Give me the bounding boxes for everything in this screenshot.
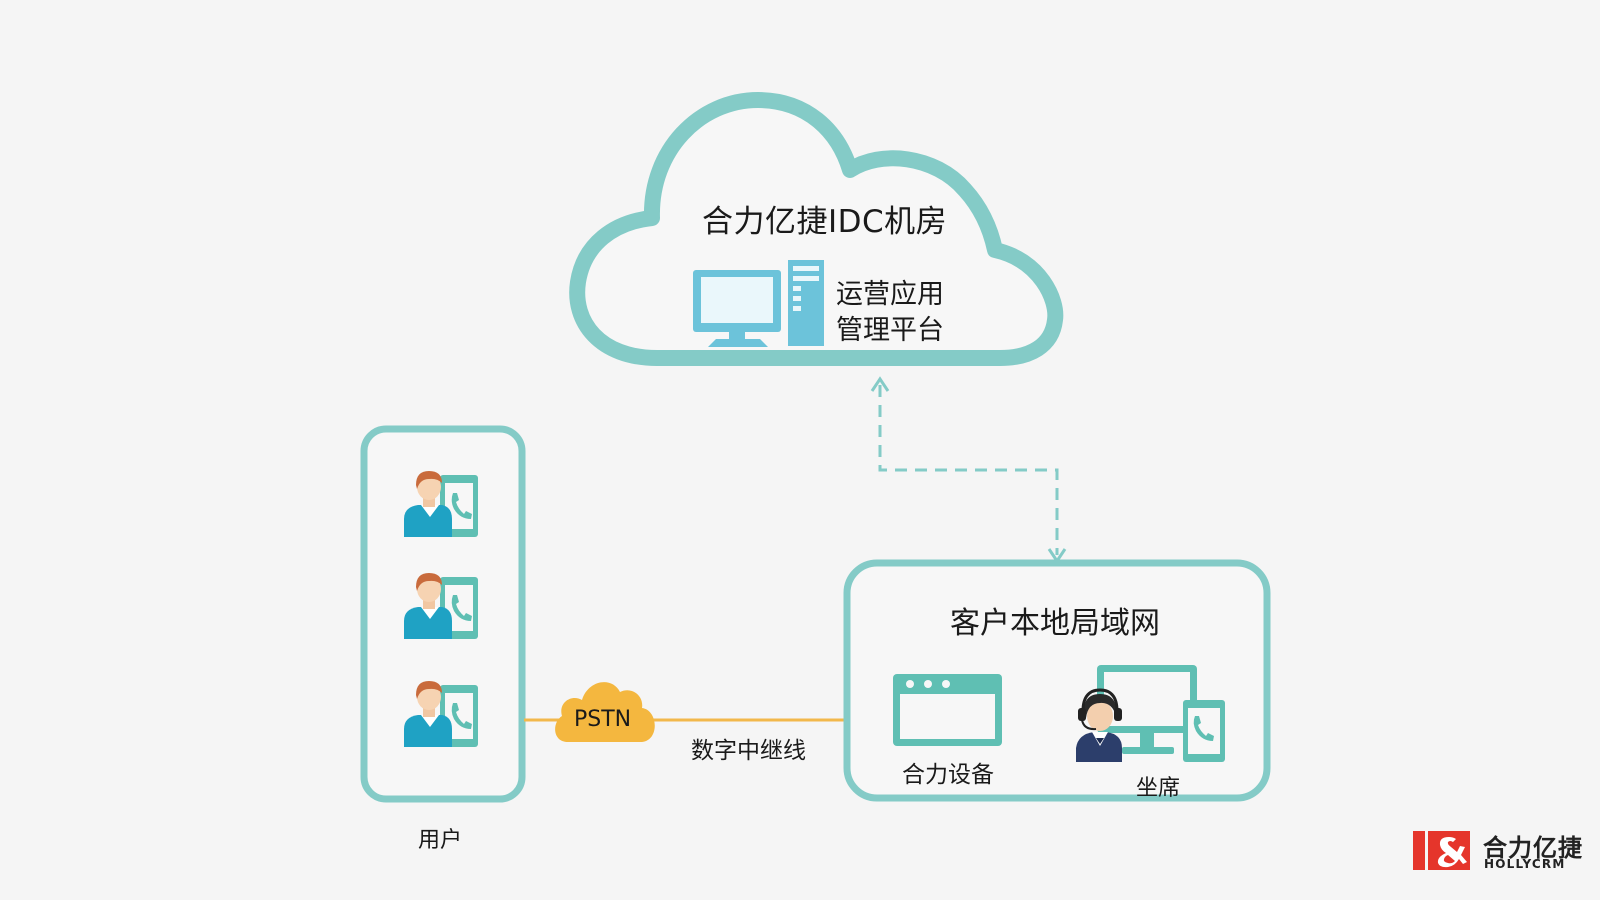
device-label: 合力设备 [902, 762, 994, 788]
idc-cloud-title: 合力亿捷IDC机房 [702, 204, 948, 240]
server-icon [788, 260, 824, 346]
agent-headset-icon [1076, 688, 1122, 762]
hollycrm-logo: 合力亿捷 HOLLYCRM [1413, 831, 1583, 873]
users-label: 用户 [418, 828, 463, 853]
lan-title: 客户本地局域网 [950, 606, 1160, 641]
cloud-lan-dashed-link [878, 385, 1059, 555]
platform-label-line2: 管理平台 [836, 315, 944, 346]
arrow-up-icon [870, 376, 890, 392]
pstn-label: PSTN [574, 707, 632, 732]
agent-desktop-icon [1097, 665, 1225, 762]
agent-label: 坐席 [1136, 776, 1181, 801]
platform-label-line1: 运营应用 [836, 279, 944, 310]
pstn-cloud-icon [555, 682, 655, 742]
logo-mark-icon [1413, 831, 1470, 870]
device-window-icon [893, 674, 1002, 746]
trunk-label: 数字中继线 [691, 738, 806, 764]
logo-english-text: HOLLYCRM [1484, 857, 1566, 871]
logo-chinese-text: 合力亿捷 [1483, 834, 1583, 862]
monitor-icon [693, 270, 781, 347]
